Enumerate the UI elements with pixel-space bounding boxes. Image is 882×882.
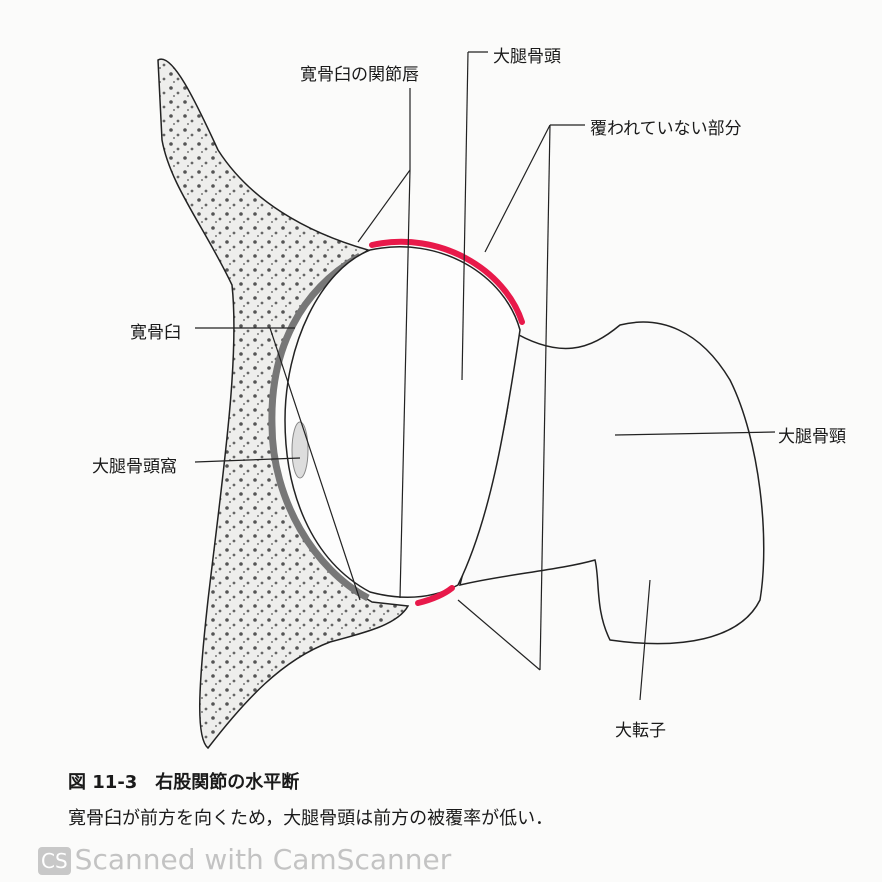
label-femoral-head: 大腿骨頭	[493, 47, 561, 67]
watermark-text: Scanned with CamScanner	[74, 843, 452, 876]
label-acetabulum: 寛骨臼	[130, 323, 181, 343]
leader-lines	[194, 51, 776, 701]
camscanner-logo-icon: CS	[38, 847, 71, 875]
label-uncovered-area: 覆われていない部分	[590, 119, 742, 139]
figure-caption: 寛骨臼が前方を向くため，大腿骨頭は前方の被覆率が低い．	[68, 808, 554, 829]
fovea-pit	[291, 421, 309, 479]
label-greater-trochanter: 大転子	[615, 721, 666, 741]
cartilage-layer	[268, 252, 370, 602]
uncovered-area-posterior	[415, 585, 455, 606]
uncovered-area-anterior	[369, 238, 525, 325]
pelvis-bone	[157, 58, 410, 750]
label-femoral-neck: 大腿骨頸	[778, 427, 846, 447]
label-fovea: 大腿骨頭窩	[92, 457, 177, 477]
figure-title: 図 11-3 右股関節の水平断	[68, 772, 300, 793]
label-acetabular-labrum: 寛骨臼の関節唇	[300, 65, 419, 85]
femoral-head	[284, 246, 521, 599]
femoral-neck-and-trochanter	[458, 321, 765, 645]
